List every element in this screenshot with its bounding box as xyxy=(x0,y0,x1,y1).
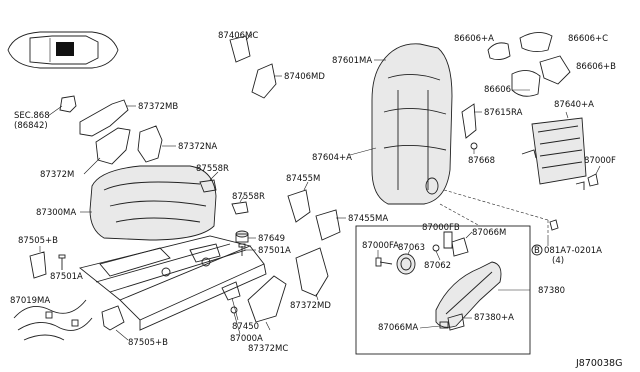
part-87000fb xyxy=(443,231,453,249)
part-87455m xyxy=(287,181,311,223)
part-87000a xyxy=(230,306,241,335)
part-87558r-upper xyxy=(199,171,219,193)
label-87455ma: 87455MA xyxy=(348,214,388,224)
label-87601ma: 87601MA xyxy=(332,56,372,66)
label-87066m: 87066M xyxy=(472,228,506,238)
part-87019ma-harness xyxy=(13,299,93,341)
label-87372mb: 87372MB xyxy=(138,102,178,112)
label-87640a: 87640+A xyxy=(554,100,594,110)
label-bolt-qty: (4) xyxy=(552,256,564,266)
label-87604a: 87604+A xyxy=(312,153,352,163)
part-87380a xyxy=(447,313,472,331)
alignment-lines xyxy=(439,189,549,238)
label-87615ra: 87615RA xyxy=(484,108,523,118)
label-87372md: 87372MD xyxy=(290,301,331,311)
label-87406md: 87406MD xyxy=(284,72,325,82)
part-87668 xyxy=(470,142,478,154)
label-87063: 87063 xyxy=(398,243,425,253)
label-87000fa: 87000FA xyxy=(362,241,399,251)
label-87649: 87649 xyxy=(258,234,285,244)
label-87372m: 87372M xyxy=(40,170,74,180)
part-87000fa-screw xyxy=(375,250,393,267)
part-87372mb xyxy=(79,99,136,137)
car-thumbnail xyxy=(7,31,119,69)
part-87501a-mid xyxy=(238,243,256,256)
part-labels: 87406MC 87406MD 87601MA 86606+A 86606+C … xyxy=(10,31,622,369)
part-87406md xyxy=(251,63,282,99)
label-86606b: 86606+B xyxy=(576,62,616,72)
label-87558r-1: 87558R xyxy=(196,164,229,174)
label-87066ma: 87066MA xyxy=(378,323,418,333)
part-87372m xyxy=(83,127,131,175)
label-sec868-ref: (86842) xyxy=(14,121,48,131)
label-87558r-2: 87558R xyxy=(232,192,265,202)
part-87380-side-cover xyxy=(435,261,530,328)
label-87380: 87380 xyxy=(538,286,565,296)
label-86606: 86606 xyxy=(484,85,511,95)
part-87406mc xyxy=(229,33,253,63)
label-87450: 87450 xyxy=(232,322,259,332)
part-86606 xyxy=(511,70,541,97)
part-87066m xyxy=(451,231,473,257)
part-87062 xyxy=(432,244,441,261)
part-87640a-back-board xyxy=(521,111,587,190)
part-87450 xyxy=(221,281,241,321)
part-86606a xyxy=(487,42,511,61)
part-87558r-lower xyxy=(231,195,249,215)
label-87000fb: 87000FB xyxy=(422,223,460,233)
part-87649 xyxy=(235,230,256,243)
part-87300ma-seat-cushion xyxy=(80,165,217,241)
part-87372md xyxy=(295,247,329,301)
label-87019ma: 87019MA xyxy=(10,296,50,306)
part-87372mc xyxy=(247,275,287,331)
label-87505b-top: 87505+B xyxy=(18,236,58,246)
label-86606c: 86606+C xyxy=(568,34,608,44)
part-87063-knob xyxy=(396,249,416,275)
label-87372na: 87372NA xyxy=(178,142,217,152)
label-87062: 87062 xyxy=(424,261,451,271)
label-87000a: 87000A xyxy=(230,334,263,344)
bolt-081a7 xyxy=(531,219,559,256)
part-87066ma xyxy=(419,321,449,329)
part-87601ma-seat-back xyxy=(349,43,453,205)
seat-frame-rails xyxy=(79,235,267,331)
label-87501a-left: 87501A xyxy=(50,272,83,282)
label-87501a-mid: 87501A xyxy=(258,246,291,256)
label-87372mc: 87372MC xyxy=(248,344,288,354)
label-87668: 87668 xyxy=(468,156,495,166)
part-87505b-top xyxy=(29,246,47,279)
part-87505b-bottom xyxy=(101,305,129,341)
label-bolt-b: B xyxy=(534,246,540,256)
label-sec868: SEC.868 xyxy=(14,111,50,121)
label-bolt-code: 081A7-0201A xyxy=(544,246,602,256)
part-87615ra xyxy=(461,103,482,139)
diagram-code: J870038G xyxy=(575,358,622,369)
part-87501a-left xyxy=(58,254,66,270)
label-87455m: 87455M xyxy=(286,174,320,184)
label-87300ma: 87300MA xyxy=(36,208,76,218)
label-87505b-bot: 87505+B xyxy=(128,338,168,348)
part-87455ma xyxy=(315,209,346,241)
label-87406mc: 87406MC xyxy=(218,31,258,41)
part-86606c xyxy=(519,32,553,53)
label-87000f: 87000F xyxy=(584,156,616,166)
sec868-part xyxy=(47,95,77,117)
part-86606b xyxy=(539,55,571,85)
part-87372na xyxy=(137,125,176,163)
part-87000f xyxy=(587,165,601,187)
label-87380a: 87380+A xyxy=(474,313,514,323)
label-86606a: 86606+A xyxy=(454,34,494,44)
